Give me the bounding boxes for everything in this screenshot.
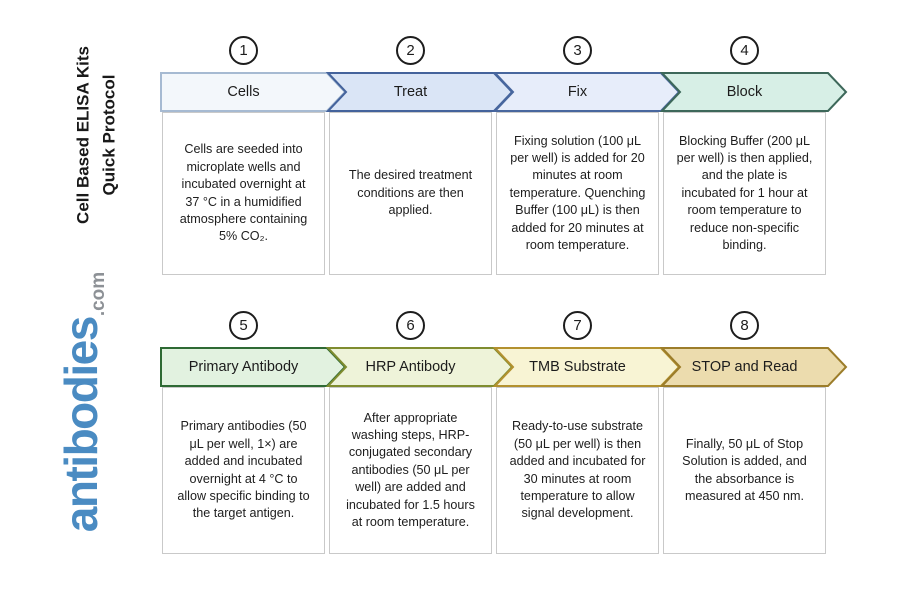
step-number-badge: 4 [730, 36, 759, 65]
step-description: After appropriate washing steps, HRP-con… [346, 410, 475, 529]
step-description-box: Fixing solution (100 μL per well) is add… [496, 112, 659, 275]
step-label: TMB Substrate [529, 359, 626, 375]
step-arrow-header: HRP Antibody [325, 347, 514, 387]
step-label: Treat [393, 84, 428, 100]
step-description-box: Blocking Buffer (200 μL per well) is the… [663, 112, 826, 275]
step-description: The desired treatment conditions are the… [348, 168, 473, 218]
step-description-box: Finally, 50 μL of Stop Solution is added… [663, 387, 826, 554]
step-column-8: 8 STOP and Read Finally, 50 μL of Stop S… [659, 311, 848, 554]
step-arrow-header: Fix [492, 72, 681, 112]
arrow-shape-svg [659, 347, 848, 387]
step-arrow-header: Cells [160, 72, 347, 112]
step-description: Cells are seeded into microplate wells a… [179, 142, 308, 244]
step-arrow-header: TMB Substrate [492, 347, 681, 387]
step-number-badge: 2 [396, 36, 425, 65]
step-column-7: 7 TMB Substrate Ready-to-use substrate (… [492, 311, 681, 554]
step-description: Finally, 50 μL of Stop Solution is added… [682, 436, 807, 503]
protocol-row-1: 1 Cells Cells are seeded into microplate… [160, 36, 848, 275]
step-number-badge: 5 [229, 311, 258, 340]
step-description: Primary antibodies (50 μL per well, 1×) … [177, 419, 310, 521]
step-arrow-header: Primary Antibody [160, 347, 347, 387]
step-column-4: 4 Block Blocking Buffer (200 μL per well… [659, 36, 848, 275]
step-description-box: Cells are seeded into microplate wells a… [162, 112, 325, 275]
step-label: Fix [567, 84, 588, 100]
page-title: Cell Based ELISA Kits Quick Protocol [71, 46, 122, 224]
step-label: Cells [227, 84, 260, 100]
step-number-badge: 8 [730, 311, 759, 340]
step-description-box: The desired treatment conditions are the… [329, 112, 492, 275]
step-column-2: 2 Treat The desired treatment conditions… [325, 36, 514, 275]
step-description-box: After appropriate washing steps, HRP-con… [329, 387, 492, 554]
step-label: HRP Antibody [365, 359, 456, 375]
brand-logo-text: antibodies [55, 317, 107, 533]
step-arrow-header: Block [659, 72, 848, 112]
brand-logo-suffix: .com [88, 271, 109, 317]
arrow-shape-svg [659, 72, 848, 112]
step-label: Block [726, 84, 763, 100]
protocol-row-2: 5 Primary Antibody Primary antibodies (5… [160, 311, 848, 554]
step-number-badge: 7 [563, 311, 592, 340]
step-column-3: 3 Fix Fixing solution (100 μL per well) … [492, 36, 681, 275]
step-arrow-header: Treat [325, 72, 514, 112]
step-number-badge: 1 [229, 36, 258, 65]
step-description-box: Ready-to-use substrate (50 μL per well) … [496, 387, 659, 554]
page-title-line1: Cell Based ELISA Kits [73, 46, 93, 224]
step-column-1: 1 Cells Cells are seeded into microplate… [160, 36, 347, 275]
step-column-6: 6 HRP Antibody After appropriate washing… [325, 311, 514, 554]
step-number-badge: 3 [563, 36, 592, 65]
step-description: Blocking Buffer (200 μL per well) is the… [676, 133, 813, 252]
arrow-shape [659, 347, 848, 387]
step-description: Fixing solution (100 μL per well) is add… [509, 133, 646, 252]
step-number-badge: 6 [396, 311, 425, 340]
step-label: Primary Antibody [188, 359, 299, 375]
step-column-5: 5 Primary Antibody Primary antibodies (5… [160, 311, 347, 554]
step-description: Ready-to-use substrate (50 μL per well) … [509, 419, 646, 521]
brand-logo: antibodies .com [54, 271, 109, 533]
step-arrow-header: STOP and Read [659, 347, 848, 387]
step-description-box: Primary antibodies (50 μL per well, 1×) … [162, 387, 325, 554]
arrow-shape [659, 72, 848, 112]
step-label: STOP and Read [691, 359, 798, 375]
page-title-line2: Quick Protocol [99, 74, 118, 196]
